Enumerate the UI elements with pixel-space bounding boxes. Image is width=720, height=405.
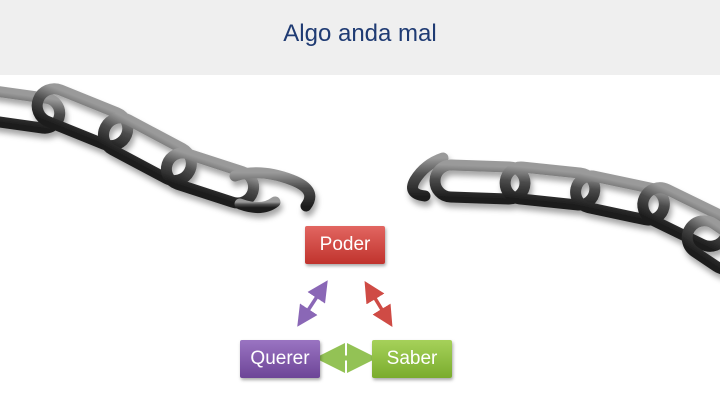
left-chain-icon bbox=[0, 83, 316, 213]
arrow-poder-saber bbox=[364, 281, 393, 327]
title-bar: Algo anda mal bbox=[0, 0, 720, 75]
node-saber: Saber bbox=[372, 340, 452, 378]
node-poder: Poder bbox=[305, 226, 385, 264]
slide-title: Algo anda mal bbox=[283, 20, 437, 47]
node-querer: Querer bbox=[240, 340, 320, 378]
right-chain-icon bbox=[407, 152, 720, 275]
arrow-querer-poder bbox=[297, 280, 328, 327]
